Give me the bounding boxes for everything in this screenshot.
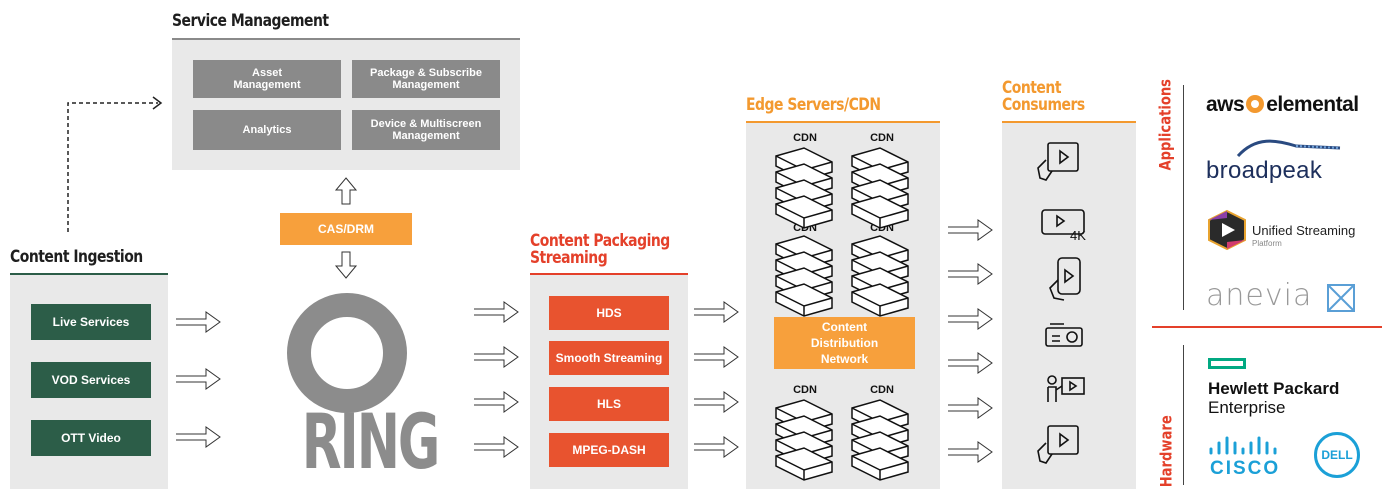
right-arrow-icon: [473, 436, 519, 458]
right-arrow-icon: [473, 301, 519, 323]
phone-video-icon: [1049, 257, 1081, 301]
divider: [1183, 345, 1184, 485]
tablet-icon: [1037, 425, 1079, 464]
ott-video-button[interactable]: OTT Video: [31, 420, 151, 456]
right-arrow-icon: [947, 441, 993, 463]
divider: [530, 273, 688, 275]
content-packaging-panel: HDS Smooth Streaming HLS MPEG-DASH: [530, 275, 688, 489]
hardware-label: Hardware: [1156, 415, 1176, 488]
cas-drm-box[interactable]: CAS/DRM: [280, 213, 412, 245]
right-arrow-icon: [947, 263, 993, 285]
content-ingestion-title: Content Ingestion: [10, 247, 143, 267]
smooth-streaming-button[interactable]: Smooth Streaming: [549, 341, 669, 375]
unified-streaming-subtext: Platform: [1252, 239, 1282, 248]
anevia-mark-icon: [1327, 284, 1355, 312]
applications-label: Applications: [1155, 79, 1175, 171]
service-management-panel: Asset Management Package & Subscribe Man…: [172, 40, 520, 170]
projector-icon: [1045, 323, 1083, 347]
ring-circle-logo: [287, 293, 407, 413]
edge-servers-title: Edge Servers/CDN: [746, 95, 881, 115]
down-hollow-arrow: [334, 251, 358, 279]
cdn-label: CDN: [793, 384, 817, 396]
divider: [746, 121, 940, 123]
divider: [172, 38, 520, 40]
right-arrow-icon: [473, 346, 519, 368]
cdn-label: CDN: [793, 132, 817, 144]
cdn-label: CDN: [870, 384, 894, 396]
divider: [1183, 85, 1184, 310]
up-hollow-arrow: [334, 177, 358, 205]
asset-management-box[interactable]: Asset Management: [193, 60, 341, 98]
divider: [10, 273, 168, 275]
right-arrow-icon: [175, 311, 221, 333]
content-consumers-title: Content Consumers: [1002, 78, 1085, 115]
right-arrow-icon: [947, 397, 993, 419]
hpe-logo-line2: Enterprise: [1208, 398, 1286, 417]
right-arrow-icon: [693, 346, 739, 368]
content-consumers-panel: [1002, 123, 1136, 489]
broadpeak-logo: broadpeak: [1206, 157, 1323, 184]
4k-label: 4K: [1070, 228, 1086, 243]
analytics-box[interactable]: Analytics: [193, 110, 341, 150]
hpe-element-icon: [1208, 358, 1246, 369]
elemental-icon: [1246, 95, 1265, 113]
content-packaging-title: Content Packaging Streaming: [530, 231, 670, 268]
hpe-logo-line1: Hewlett Packard: [1208, 379, 1340, 398]
unified-streaming-text: Unified Streaming: [1252, 223, 1356, 238]
unified-streaming-icon: [1208, 209, 1246, 251]
cisco-bars-icon: [1209, 436, 1277, 455]
tablet-icon: [1037, 142, 1079, 181]
cisco-logo: CISCO: [1210, 458, 1281, 479]
hls-button[interactable]: HLS: [549, 387, 669, 421]
right-arrow-icon: [693, 436, 739, 458]
content-ingestion-panel: Live Services VOD Services OTT Video: [10, 275, 168, 489]
presenter-icon: [1047, 375, 1085, 402]
right-arrow-icon: [947, 308, 993, 330]
anevia-logo: anevia: [1206, 278, 1313, 313]
content-distribution-network-box[interactable]: Content Distribution Network: [774, 317, 915, 369]
right-arrow-icon: [693, 301, 739, 323]
divider: [1152, 326, 1382, 328]
right-arrow-icon: [175, 368, 221, 390]
hds-button[interactable]: HDS: [549, 296, 669, 330]
live-services-button[interactable]: Live Services: [31, 304, 151, 340]
broadpeak-swoosh-icon: [1236, 139, 1341, 158]
4k-screen-icon: [1041, 209, 1085, 235]
device-multiscreen-box[interactable]: Device & Multiscreen Management: [352, 110, 500, 150]
right-arrow-icon: [947, 352, 993, 374]
dell-logo: DELL: [1314, 432, 1360, 478]
right-arrow-icon: [175, 426, 221, 448]
cdn-label: CDN: [870, 132, 894, 144]
right-arrow-icon: [473, 391, 519, 413]
package-subscribe-box[interactable]: Package & Subscribe Management: [352, 60, 500, 98]
divider: [1002, 121, 1136, 123]
mpeg-dash-button[interactable]: MPEG-DASH: [549, 433, 669, 467]
right-arrow-icon: [947, 219, 993, 241]
right-arrow-icon: [693, 391, 739, 413]
service-management-title: Service Management: [172, 11, 329, 31]
vod-services-button[interactable]: VOD Services: [31, 362, 151, 398]
